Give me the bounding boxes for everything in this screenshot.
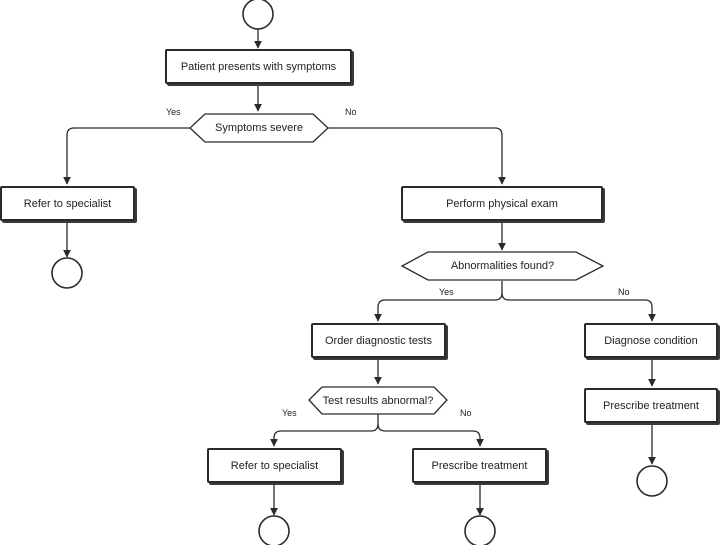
process-label: Patient presents with symptoms [180, 60, 337, 73]
connector-abnormal-yes [374, 281, 503, 322]
connector-abnormal-no [501, 292, 656, 322]
process-refer-specialist-1: Refer to specialist [0, 186, 135, 221]
process-label: Perform physical exam [446, 197, 558, 210]
end-terminal-2 [636, 465, 668, 497]
decision-test-results-shape [308, 386, 448, 415]
connector-tests-yes [270, 414, 379, 447]
end-terminal-1 [51, 257, 83, 289]
edge-label-tests-yes: Yes [282, 408, 297, 418]
edge-label-severe-yes: Yes [166, 107, 181, 117]
start-terminal [242, 0, 274, 30]
process-label: Refer to specialist [230, 459, 319, 472]
process-physical-exam: Perform physical exam [401, 186, 603, 221]
process-prescribe-treatment-2: Prescribe treatment [412, 448, 547, 483]
process-order-tests: Order diagnostic tests [311, 323, 446, 358]
process-label: Prescribe treatment [431, 459, 528, 472]
process-prescribe-treatment-1: Prescribe treatment [584, 388, 718, 423]
end-terminal-3 [258, 515, 290, 545]
process-label: Order diagnostic tests [325, 334, 432, 347]
process-patient-presents: Patient presents with symptoms [165, 49, 352, 84]
process-label: Diagnose condition [604, 334, 698, 347]
edge-label-severe-no: No [345, 107, 357, 117]
decision-symptoms-severe-shape [189, 113, 329, 143]
end-terminal-4 [464, 515, 496, 545]
decision-abnormalities-found-label: Abnormalities found? [450, 260, 555, 272]
process-refer-specialist-2: Refer to specialist [207, 448, 342, 483]
connector-tests-no [377, 423, 484, 447]
edge-label-tests-no: No [460, 408, 472, 418]
decision-symptoms-severe-label: Symptoms severe [214, 122, 304, 134]
edge-label-abnormal-yes: Yes [439, 287, 454, 297]
connector-severe-yes [63, 127, 190, 185]
process-diagnose-condition: Diagnose condition [584, 323, 718, 358]
edge-label-abnormal-no: No [618, 287, 630, 297]
decision-test-results-label: Test results abnormal? [322, 394, 434, 407]
process-label: Refer to specialist [23, 197, 112, 210]
decision-abnormalities-found-shape [400, 251, 605, 281]
connector-severe-no [328, 127, 506, 185]
process-label: Prescribe treatment [603, 399, 699, 412]
